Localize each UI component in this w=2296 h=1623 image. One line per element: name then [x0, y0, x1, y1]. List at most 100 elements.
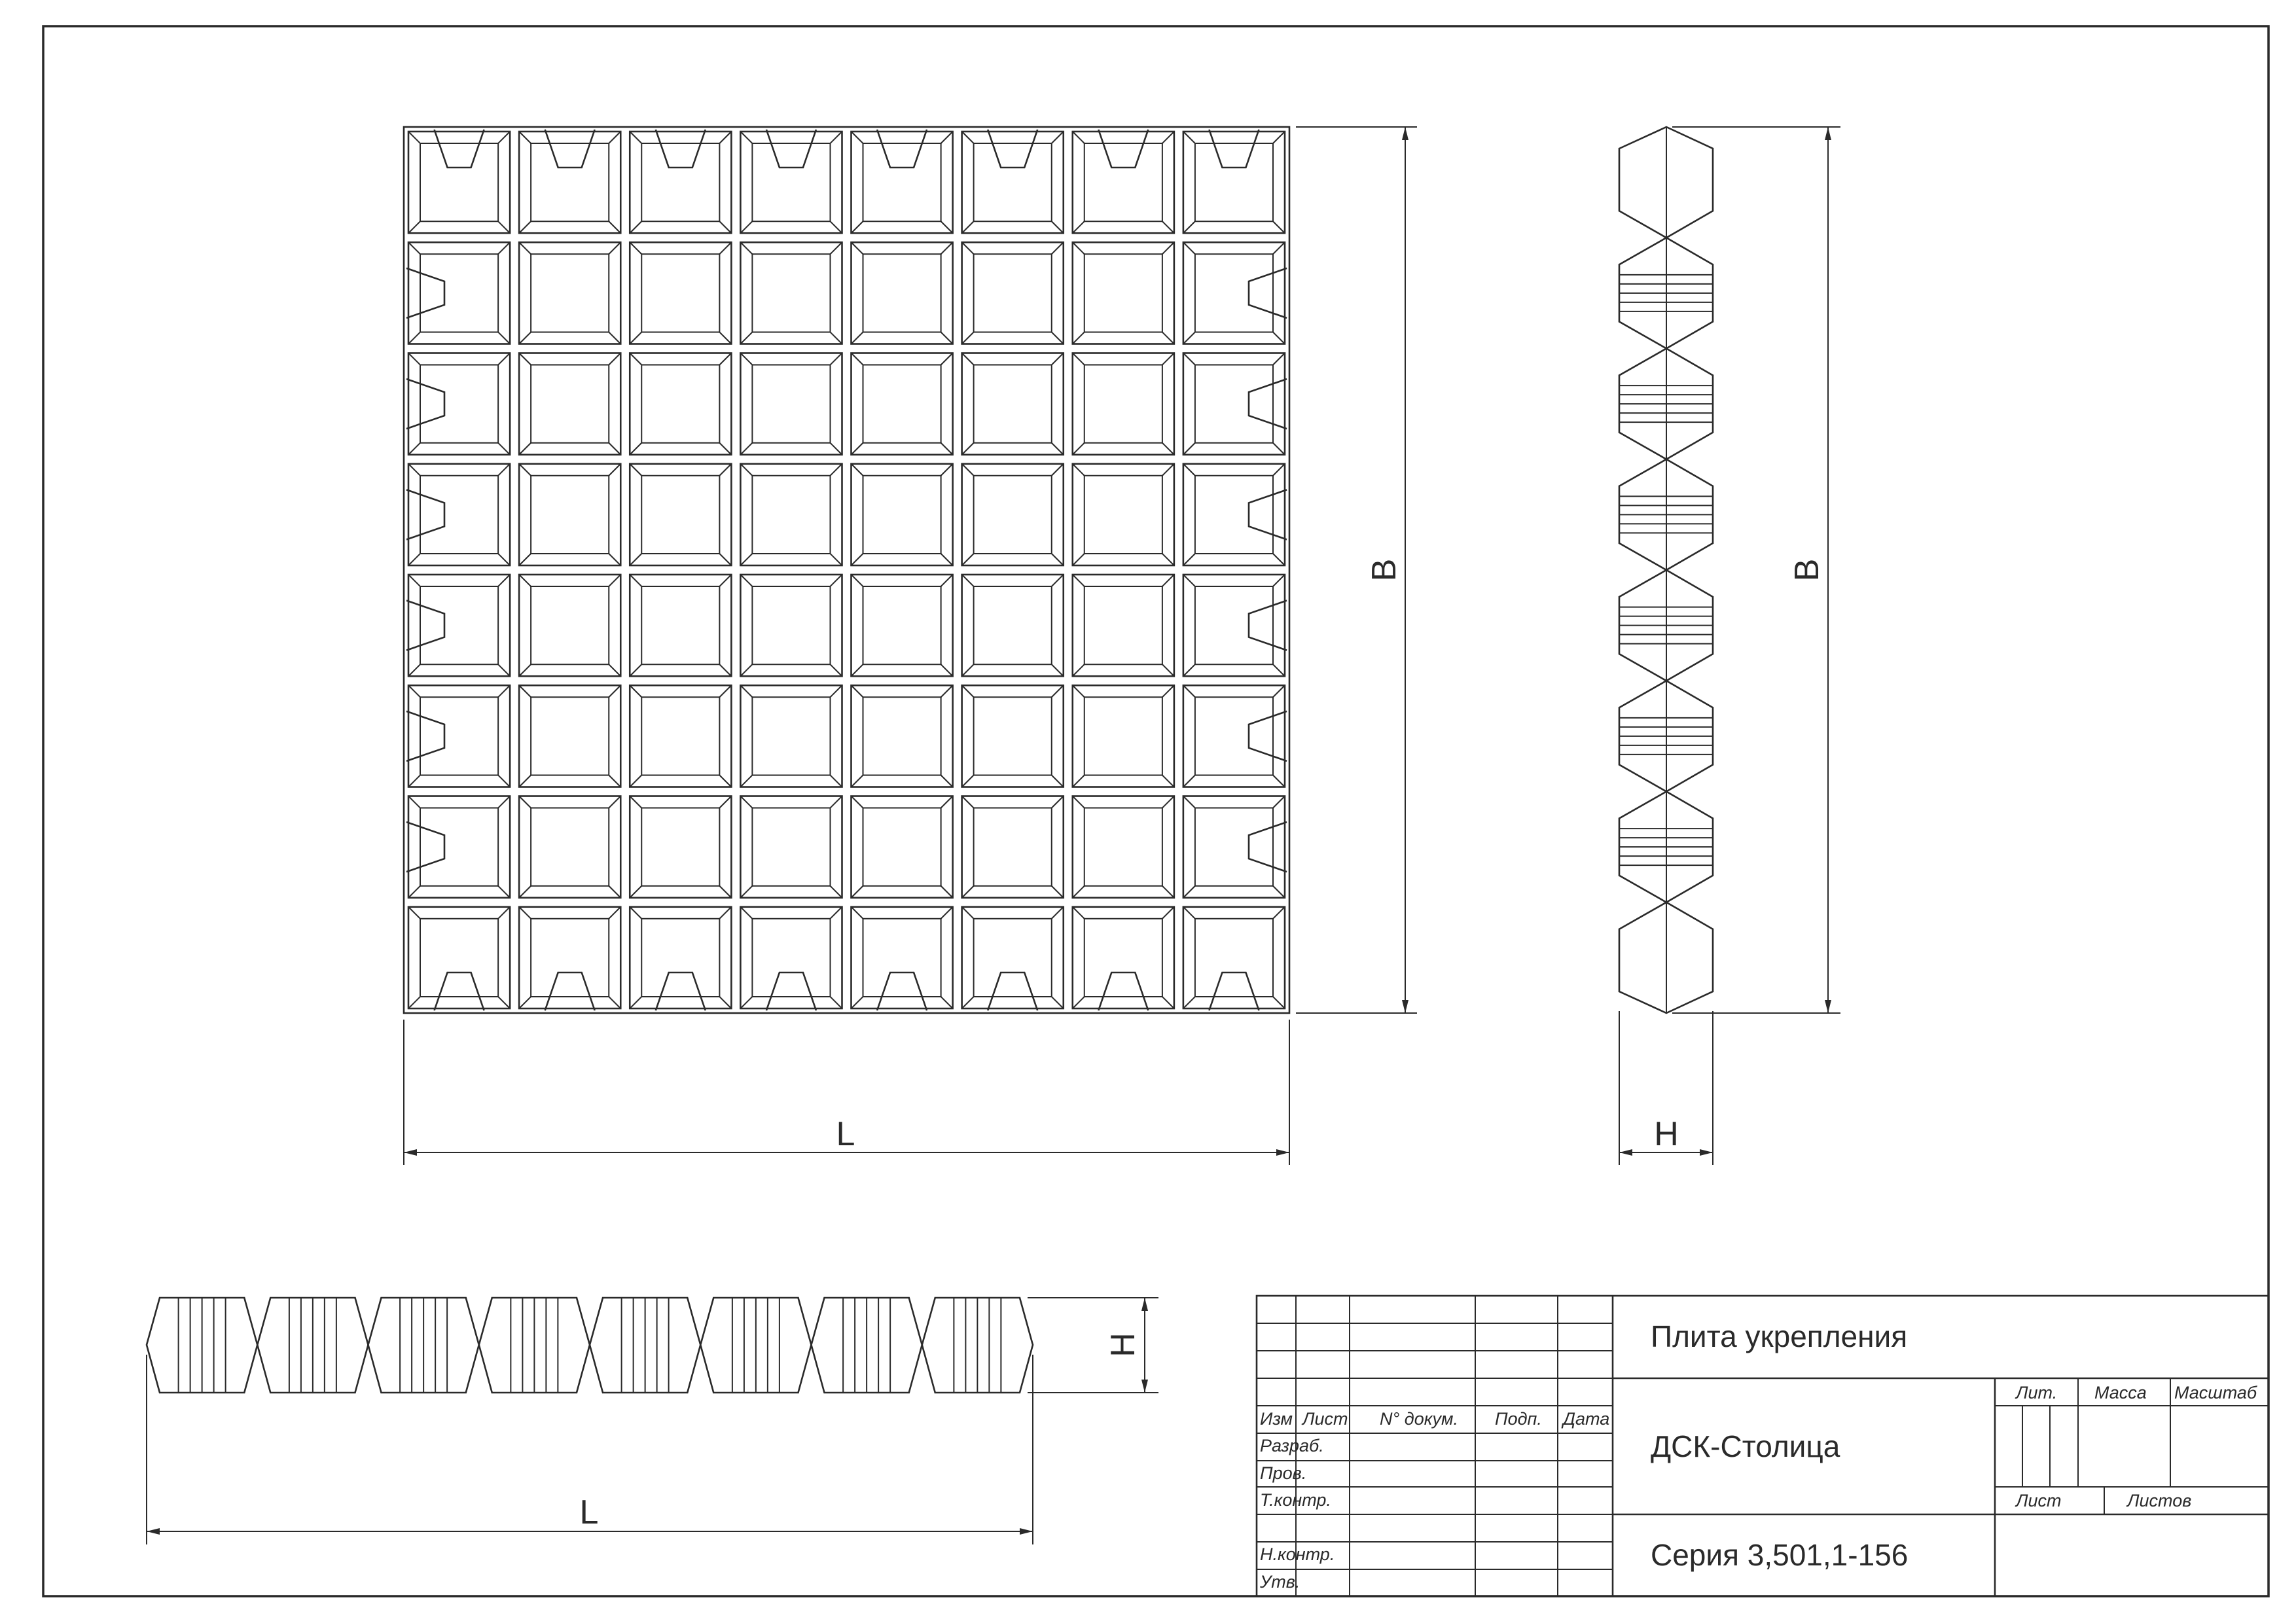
plan-dimension-length: L [403, 1020, 1290, 1165]
side-dim-label-b: B [1788, 559, 1826, 582]
edge-notch [1247, 710, 1287, 762]
row-label-tkontr: Т.контр. [1260, 1490, 1331, 1510]
bottom-segment [145, 1296, 259, 1394]
side-dimension-width: B [1672, 126, 1840, 1014]
plate-cell [1182, 130, 1286, 234]
edge-notch [986, 129, 1039, 169]
bottom-segment [588, 1296, 702, 1394]
revision-grid [1257, 1296, 1614, 1596]
plate-cell [628, 130, 732, 234]
plate-cell [1071, 241, 1175, 345]
edge-notch [1247, 378, 1287, 430]
plate-cell [628, 573, 732, 677]
plate-cell [518, 130, 622, 234]
plate-cell [740, 241, 843, 345]
plate-cell [850, 573, 954, 677]
edge-notch [876, 129, 928, 169]
row-label-nkontr: Н.контр. [1260, 1544, 1335, 1564]
bottom-segment [921, 1296, 1034, 1394]
col-header-date: Дата [1561, 1409, 1609, 1429]
plate-cell [961, 130, 1065, 234]
plate-cell [1182, 352, 1286, 456]
plate-cell [740, 795, 843, 899]
plate-cell [961, 906, 1065, 1010]
plate-cell [1071, 684, 1175, 788]
plate-cell [1182, 906, 1286, 1010]
label-scale: Масштаб [2174, 1383, 2257, 1402]
plate-cell [961, 795, 1065, 899]
side-dimension-height: H [1619, 1011, 1713, 1165]
edge-notch [433, 971, 485, 1011]
plate-cell [628, 906, 732, 1010]
plate-cell [1071, 906, 1175, 1010]
edge-notch [765, 129, 817, 169]
plate-cell [518, 352, 622, 456]
plate-cell [850, 463, 954, 567]
plate-cell [961, 684, 1065, 788]
plate-cell [740, 463, 843, 567]
bottom-dimension-length: L [146, 1355, 1033, 1544]
plate-cell [628, 463, 732, 567]
plate-cell [961, 241, 1065, 345]
plate-cell [1182, 684, 1286, 788]
edge-notch [655, 129, 707, 169]
bottom-segment [810, 1296, 924, 1394]
plate-cell [850, 130, 954, 234]
plan-dim-label-b: B [1365, 559, 1403, 582]
col-header-list: Лист [1301, 1409, 1348, 1429]
plate-cell [407, 795, 511, 899]
plate-cell [628, 241, 732, 345]
plate-cell [1071, 573, 1175, 677]
edge-notch [655, 971, 707, 1011]
plate-cell [961, 352, 1065, 456]
plate-cell [1071, 352, 1175, 456]
drawing-title: Плита укрепления [1651, 1319, 1907, 1353]
plate-cell [961, 463, 1065, 567]
edge-notch [544, 129, 596, 169]
plate-cell [518, 573, 622, 677]
plate-cell [518, 906, 622, 1010]
label-sheets: Листов [2126, 1491, 2191, 1510]
plate-cell [1182, 795, 1286, 899]
edge-notch [1208, 129, 1260, 169]
edge-notch [406, 710, 446, 762]
edge-notch [1247, 821, 1287, 873]
edge-notch [406, 599, 446, 651]
edge-notch [406, 821, 446, 873]
plate-cell [1071, 130, 1175, 234]
drawing-frame [42, 25, 2270, 1597]
plate-cell [1071, 795, 1175, 899]
col-header-doc: N° докум. [1380, 1409, 1458, 1429]
bottom-segment [699, 1296, 812, 1394]
edge-notch [1247, 599, 1287, 651]
plate-cell [407, 463, 511, 567]
plate-cell [740, 352, 843, 456]
plate-cell [407, 906, 511, 1010]
bottom-view [145, 1296, 1034, 1394]
plate-cell [1182, 241, 1286, 345]
plate-cell [850, 906, 954, 1010]
plan-view [403, 126, 1291, 1014]
edge-notch [1208, 971, 1260, 1011]
plate-outline [403, 126, 1291, 1014]
edge-notch [986, 971, 1039, 1011]
edge-notch [406, 267, 446, 319]
plate-cell [628, 684, 732, 788]
label-mass: Масса [2094, 1383, 2147, 1402]
bottom-segment [256, 1296, 369, 1394]
plate-cell [740, 684, 843, 788]
bottom-segment [367, 1296, 480, 1394]
plate-cell [518, 241, 622, 345]
label-lit: Лит. [2015, 1383, 2057, 1402]
plate-cell [407, 352, 511, 456]
plate-cell [628, 352, 732, 456]
plate-cell [850, 352, 954, 456]
plan-dim-label-l: L [836, 1115, 855, 1153]
plate-cell [407, 573, 511, 677]
plate-cell [740, 906, 843, 1010]
row-label-razrab: Разраб. [1260, 1436, 1324, 1455]
plate-cell [628, 795, 732, 899]
row-label-utv: Утв. [1259, 1572, 1300, 1592]
row-label-prov: Пров. [1260, 1463, 1306, 1483]
